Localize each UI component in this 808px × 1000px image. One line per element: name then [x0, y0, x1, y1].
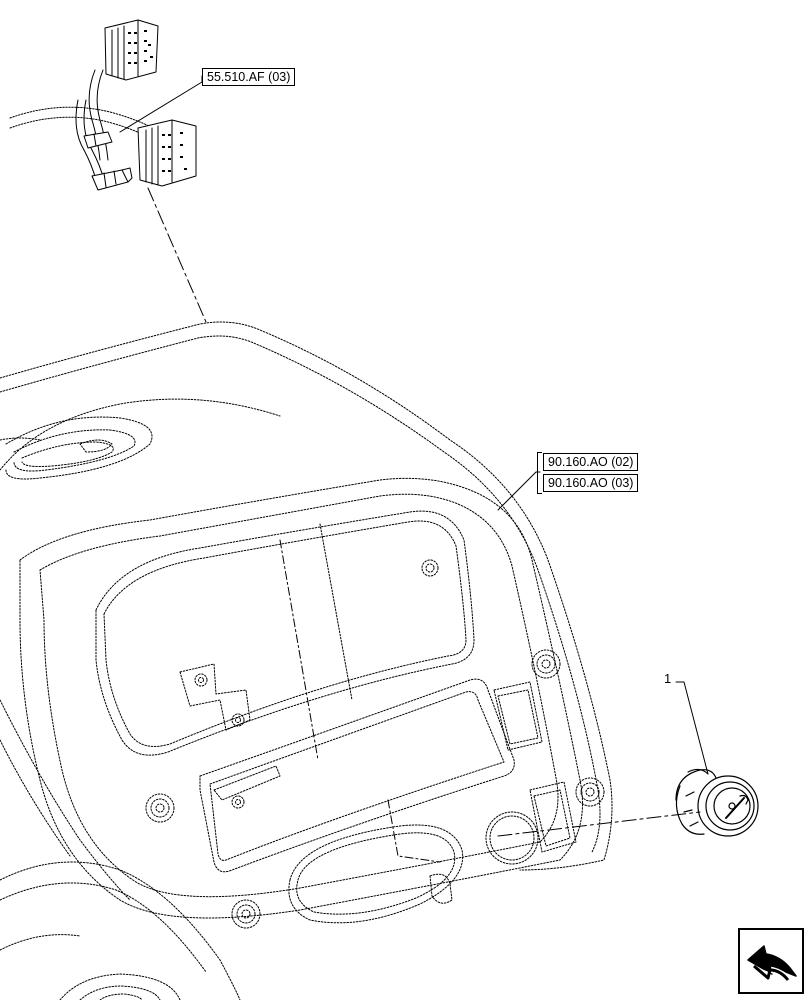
- callout-stack-bracket: [537, 452, 542, 494]
- callout-dash-ref-1[interactable]: 90.160.AO (02): [543, 453, 639, 471]
- plug-small-lower: [91, 167, 133, 191]
- callout-dash-ref-2[interactable]: 90.160.AO (03): [543, 474, 639, 492]
- center-line-socket: [497, 811, 701, 837]
- fastener-bosses: [145, 649, 605, 929]
- leader-dashboard: [497, 471, 541, 511]
- wire-harness: [9, 69, 161, 181]
- arrow-return-icon: [747, 945, 797, 981]
- plug-small-upper: [83, 131, 113, 149]
- leader-item-1: [675, 681, 709, 775]
- callout-item-1: 1: [664, 671, 672, 686]
- connector-lower: [137, 119, 197, 187]
- center-line-harness: [147, 187, 207, 323]
- dashboard-console: [0, 321, 613, 1000]
- callout-harness-ref[interactable]: 55.510.AF (03): [202, 68, 296, 86]
- power-socket: [675, 768, 759, 837]
- connector-upper: [104, 19, 159, 81]
- return-nav-button[interactable]: [738, 928, 804, 994]
